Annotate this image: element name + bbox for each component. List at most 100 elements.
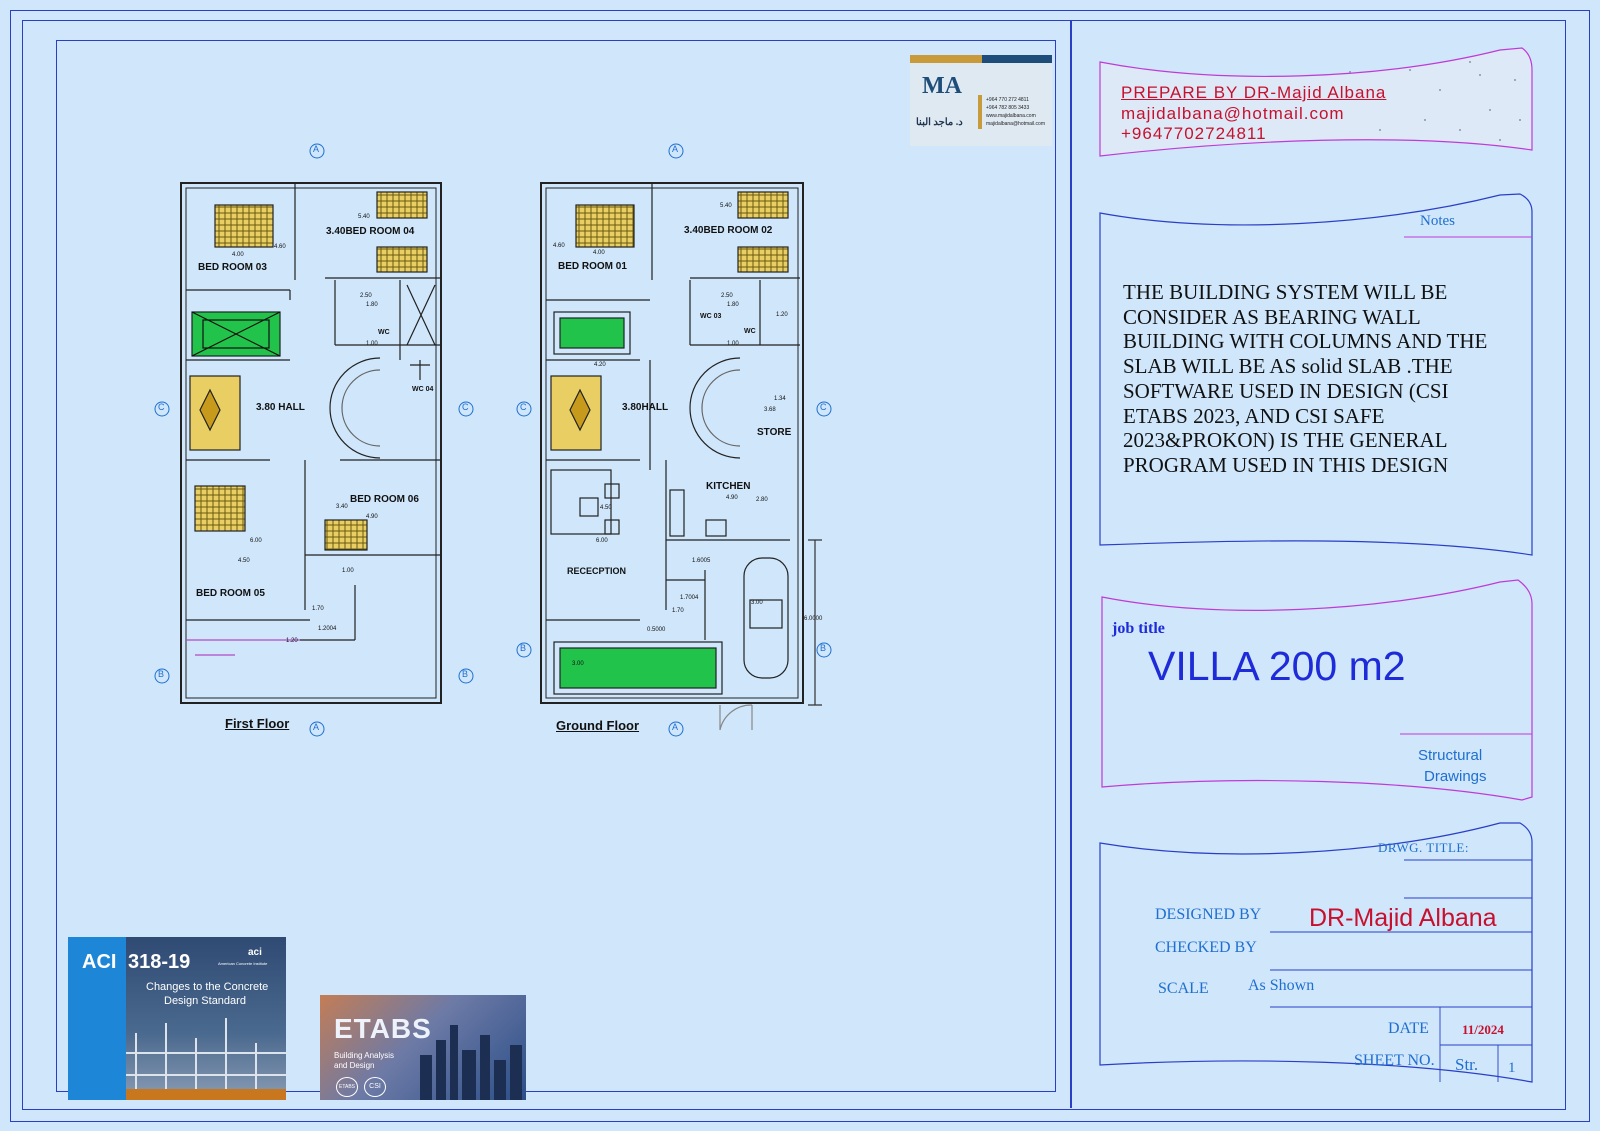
dimension: 1.20 — [776, 312, 788, 318]
notes-line: ETABS 2023, AND CSI SAFE — [1123, 403, 1385, 428]
notes-line: BUILDING WITH COLUMNS AND THE — [1123, 329, 1488, 354]
room-label: BED ROOM 05 — [196, 588, 265, 599]
section-marker-a: A — [313, 144, 320, 154]
inner-border — [22, 20, 1566, 1110]
room-label: RECECPTION — [567, 566, 627, 576]
job-title: VILLA 200 m2 — [1148, 643, 1406, 689]
logo-stripe — [910, 55, 982, 63]
dimension: 6.00 — [596, 538, 608, 544]
prepared-email: majidalbana@hotmail.com — [1121, 104, 1345, 123]
logo-stripe — [982, 55, 1052, 63]
first-floor-title: First Floor — [225, 716, 290, 731]
notes-title: Notes — [1420, 213, 1455, 229]
ground-floor-title: Ground Floor — [556, 718, 640, 733]
sheet-number: 1 — [1508, 1060, 1516, 1076]
dimension: 6.0000 — [804, 616, 823, 622]
dimension: 1.70 — [312, 606, 324, 612]
room-label: WC 03 — [700, 313, 722, 320]
section-marker-c: C — [820, 402, 827, 412]
scale-value: As Shown — [1248, 977, 1315, 994]
section-marker-c: C — [520, 402, 527, 412]
section-marker-b: B — [158, 669, 165, 679]
dimension: 3.40 — [336, 504, 348, 510]
dimension: 4.20 — [594, 362, 606, 368]
dimension: 2.50 — [721, 293, 733, 299]
etabs-title: ETABS — [334, 1013, 432, 1044]
notes-line: PROGRAM USED IN THIS DESIGN — [1123, 452, 1449, 477]
dimension: 4.90 — [726, 495, 738, 501]
etabs-cover: ETABS Building Analysis and Design ETABS… — [320, 995, 526, 1100]
aci-blue-band — [68, 937, 126, 1100]
aci-subtitle: Changes to the Concrete — [146, 981, 269, 993]
dimension: 4.00 — [593, 250, 605, 256]
designed-by-value: DR-Majid Albana — [1309, 904, 1497, 932]
aci-cover: ACI 318-19 aci American Concrete Institu… — [68, 937, 286, 1100]
dimension: 1.2004 — [318, 626, 337, 632]
dimension: 1.00 — [342, 568, 354, 574]
dimension: 1.70 — [672, 608, 684, 614]
room-label: STORE — [757, 427, 792, 438]
sheet-prefix: Str. — [1455, 1055, 1479, 1074]
dimension: 2.80 — [756, 497, 768, 503]
dimension: 4.50 — [600, 505, 612, 511]
dimension: 1.20 — [286, 638, 298, 644]
notes-line: THE BUILDING SYSTEM WILL BE — [1123, 280, 1448, 304]
room-label: 3.80 HALL — [256, 402, 305, 413]
room-label: BED ROOM 06 — [350, 494, 419, 505]
dimension: 1.7004 — [680, 595, 699, 601]
dimension: 3.00 — [751, 600, 763, 606]
dimension: 6.00 — [250, 538, 262, 544]
logo-website: www.majidalbana.com — [986, 113, 1036, 119]
etabs-subtitle: Building Analysis — [334, 1051, 395, 1060]
aci-brand: aci — [248, 947, 262, 958]
dimension: 5.40 — [720, 203, 732, 209]
room-label: KITCHEN — [706, 481, 751, 492]
prepared-phone: +9647702724811 — [1121, 124, 1267, 143]
etabs-badge: ETABS — [336, 1077, 358, 1097]
scale-label: SCALE — [1158, 980, 1209, 997]
designed-by-label: DESIGNED BY — [1155, 906, 1262, 923]
notes-line: 2023&PROKON) IS THE GENERAL — [1123, 428, 1448, 453]
outer-border — [10, 10, 1590, 1122]
room-label: 3.80HALL — [622, 402, 669, 413]
drwg-title-label: DRWG. TITLE: — [1378, 840, 1469, 855]
section-marker-a: A — [672, 144, 679, 154]
logo-email: majidalbana@hotmail.com — [986, 121, 1045, 127]
dimension: 1.80 — [727, 302, 739, 308]
logo-divider — [978, 95, 982, 129]
etabs-skyline-image — [420, 1025, 522, 1100]
dimension: 5.40 — [358, 214, 370, 220]
section-marker-c: C — [462, 402, 469, 412]
notes-line: CONSIDER AS BEARING WALL — [1123, 304, 1421, 329]
logo-card: MA د. ماجد البنا +964 770 272 4811 +964 … — [910, 55, 1052, 146]
title-block-shapes — [1099, 47, 1533, 1083]
dimension: 1.00 — [727, 341, 739, 347]
etabs-badge: CSI — [364, 1077, 386, 1097]
logo-phone: +964 782 805 3433 — [986, 105, 1030, 111]
notes-line: SLAB WILL BE AS solid SLAB .THE — [1123, 354, 1453, 379]
room-label: WC — [744, 328, 756, 335]
dimension: 0.5000 — [647, 627, 666, 633]
section-marker-a: A — [313, 722, 320, 732]
room-label: WC 04 — [412, 386, 434, 393]
checked-by-label: CHECKED BY — [1155, 939, 1257, 956]
logo-monogram: MA — [922, 73, 962, 99]
section-marker-c: C — [158, 402, 165, 412]
dimension: 4.50 — [238, 558, 250, 564]
room-label: 3.40BED ROOM 04 — [326, 226, 415, 237]
job-subtitle: Structural — [1418, 747, 1483, 764]
dimension: 4.60 — [274, 244, 286, 250]
date-label: DATE — [1388, 1020, 1429, 1037]
dimension: 1.6005 — [692, 558, 711, 564]
sheet-no-label: SHEET NO. — [1354, 1052, 1435, 1069]
room-label: 3.40BED ROOM 02 — [684, 225, 773, 236]
section-marker-b: B — [462, 669, 469, 679]
room-label: BED ROOM 03 — [198, 262, 267, 273]
date-value: 11/2024 — [1462, 1022, 1504, 1037]
dimension: 1.80 — [366, 302, 378, 308]
aci-subtitle: Design Standard — [164, 995, 246, 1007]
dimension: 2.50 — [360, 293, 372, 299]
aci-prefix: ACI — [82, 951, 117, 973]
section-marker-b: B — [820, 643, 827, 653]
prepared-by: PREPARE BY DR-Majid Albana — [1121, 83, 1387, 102]
